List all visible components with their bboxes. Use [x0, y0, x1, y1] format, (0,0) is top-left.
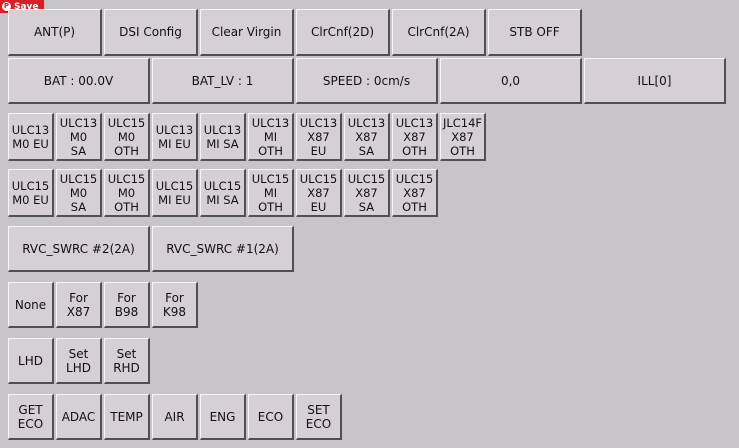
set-lhd-button[interactable]: Set LHD	[56, 338, 102, 384]
ulc15-x87-sa-button[interactable]: ULC15 X87 SA	[344, 169, 390, 217]
ulc15-mi-eu-button[interactable]: ULC15 MI EU	[152, 169, 198, 217]
ulc13-x87-oth-button[interactable]: ULC13 X87 OTH	[392, 113, 438, 161]
ulc15-x87-oth-button[interactable]: ULC15 X87 OTH	[392, 169, 438, 217]
ulc15-m0-eu-button[interactable]: ULC15 M0 EU	[8, 169, 54, 217]
ulc13-x87-eu-button[interactable]: ULC13 X87 EU	[296, 113, 342, 161]
for-x87-button[interactable]: For X87	[56, 282, 102, 328]
eco-button[interactable]: ECO	[248, 394, 294, 440]
lhd-button[interactable]: LHD	[8, 338, 54, 384]
coordinate-readout[interactable]: 0,0	[440, 58, 582, 104]
ulc13-m0-sa-button[interactable]: ULC13 M0 SA	[56, 113, 102, 161]
pinterest-icon: P	[2, 2, 11, 11]
set-eco-button[interactable]: SET ECO	[296, 394, 342, 440]
bat-voltage-readout[interactable]: BAT : 00.0V	[8, 58, 150, 104]
air-button[interactable]: AIR	[152, 394, 198, 440]
stb-off-button[interactable]: STB OFF	[488, 9, 582, 56]
adac-button[interactable]: ADAC	[56, 394, 102, 440]
eng-button[interactable]: ENG	[200, 394, 246, 440]
dsi-config-button[interactable]: DSI Config	[104, 9, 198, 56]
speed-readout[interactable]: SPEED : 0cm/s	[296, 58, 438, 104]
ulc13-mi-eu-button[interactable]: ULC13 MI EU	[152, 113, 198, 161]
ulc14-x87-oth-button[interactable]: JLC14F X87 OTH	[440, 113, 486, 161]
clear-virgin-button[interactable]: Clear Virgin	[200, 9, 294, 56]
ant-p-button[interactable]: ANT(P)	[8, 9, 102, 56]
ulc13-mi-sa-button[interactable]: ULC13 MI SA	[200, 113, 246, 161]
clrcnf-2d-button[interactable]: ClrCnf(2D)	[296, 9, 390, 56]
ulc13-mi-oth-button[interactable]: ULC13 MI OTH	[248, 113, 294, 161]
save-badge-label: Save	[14, 1, 39, 12]
rvc-swrc-2-button[interactable]: RVC_SWRC #2(2A)	[8, 226, 150, 272]
for-k98-button[interactable]: For K98	[152, 282, 198, 328]
temp-button[interactable]: TEMP	[104, 394, 150, 440]
ulc15-m0-oth-button[interactable]: ULC15 M0 OTH	[104, 169, 150, 217]
ulc15-m0-sa-button[interactable]: ULC15 M0 SA	[56, 169, 102, 217]
ulc13-m0-oth-button[interactable]: ULC15 M0 OTH	[104, 113, 150, 161]
ulc13-x87-sa-button[interactable]: ULC13 X87 SA	[344, 113, 390, 161]
none-button[interactable]: None	[8, 282, 54, 328]
get-eco-button[interactable]: GET ECO	[8, 394, 54, 440]
for-b98-button[interactable]: For B98	[104, 282, 150, 328]
bat-level-readout[interactable]: BAT_LV : 1	[152, 58, 294, 104]
ulc13-m0-eu-button[interactable]: ULC13 M0 EU	[8, 113, 54, 161]
ulc15-x87-eu-button[interactable]: ULC15 X87 EU	[296, 169, 342, 217]
clrcnf-2a-button[interactable]: ClrCnf(2A)	[392, 9, 486, 56]
ulc15-mi-sa-button[interactable]: ULC15 MI SA	[200, 169, 246, 217]
rvc-swrc-1-button[interactable]: RVC_SWRC #1(2A)	[152, 226, 294, 272]
ill-readout[interactable]: ILL[0]	[584, 58, 726, 104]
set-rhd-button[interactable]: Set RHD	[104, 338, 150, 384]
ulc15-mi-oth-button[interactable]: ULC15 MI OTH	[248, 169, 294, 217]
